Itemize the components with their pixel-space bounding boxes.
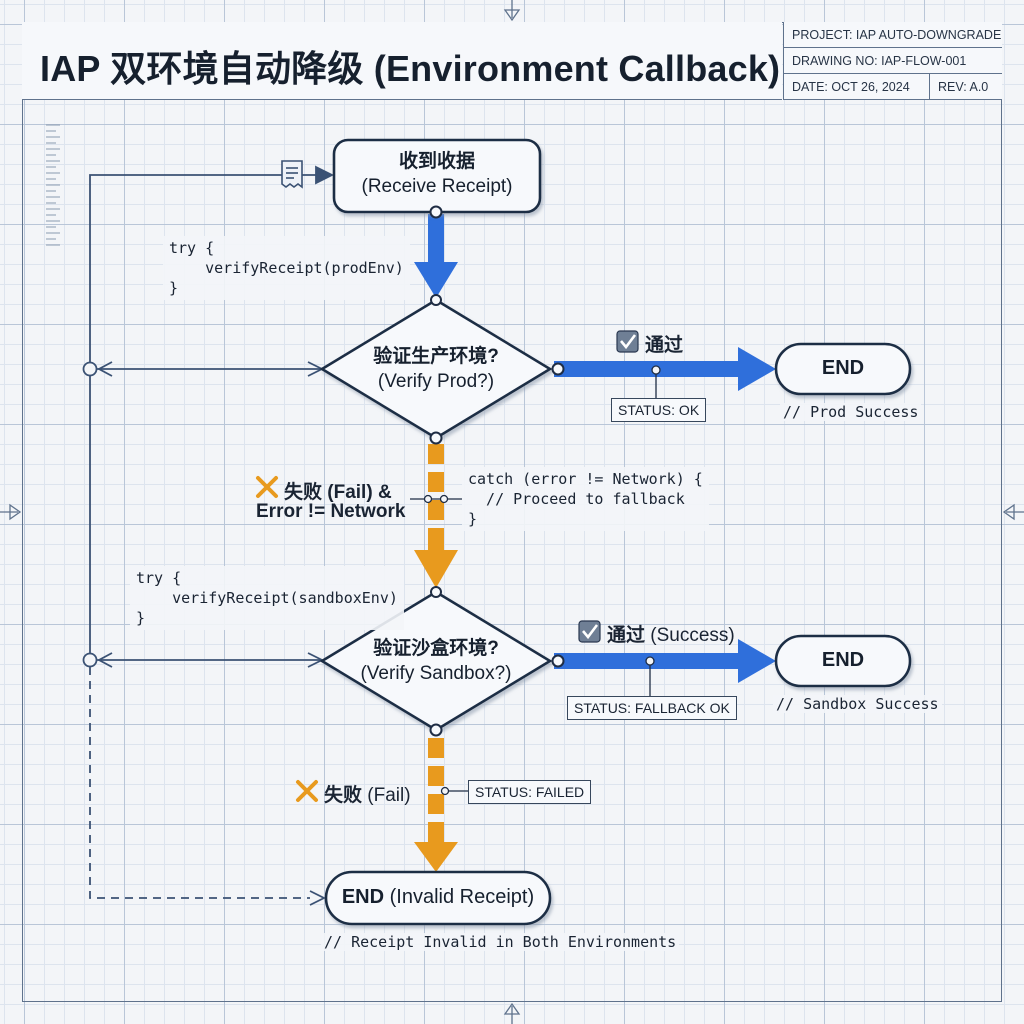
receipt-icon — [281, 160, 303, 189]
port-dot — [551, 362, 565, 376]
arrow-prod-success — [554, 347, 776, 391]
title-block-row: PROJECT: IAP AUTO-DOWNGRADE — [784, 22, 1002, 48]
callback-loop — [89, 165, 335, 906]
cross-icon — [256, 476, 278, 498]
port-dot — [430, 586, 442, 598]
port-dot — [429, 723, 443, 737]
sandbox-pass-en: (Success) — [645, 625, 735, 646]
project-label: PROJECT: IAP AUTO-DOWNGRADE — [792, 28, 1002, 42]
loop-junction — [82, 652, 98, 668]
end-prod-label: END — [821, 357, 865, 379]
catch-code: catch (error != Network) { // Proceed to… — [462, 467, 709, 531]
port-dot — [429, 205, 443, 219]
verify-sandbox-zh: 验证沙盒环境? — [373, 638, 499, 659]
title-block: PROJECT: IAP AUTO-DOWNGRADE DRAWING NO: … — [783, 22, 1002, 100]
arrow-prod-fail — [414, 444, 458, 588]
port-dot — [430, 294, 442, 306]
end-invalid-reason: (Invalid Receipt) — [384, 886, 535, 908]
sandbox-fail-zh: 失败 — [324, 785, 363, 806]
status-anchor — [645, 656, 655, 666]
sandbox-fail-en: (Fail) — [362, 785, 411, 806]
verify-sandbox-label: 验证沙盒环境? (Verify Sandbox?) — [336, 636, 536, 686]
cross-icon — [296, 780, 318, 802]
title-band — [22, 22, 782, 100]
verify-prod-en: (Verify Prod?) — [377, 371, 495, 392]
end-prod-node — [774, 342, 912, 396]
drawing-date: DATE: OCT 26, 2024 — [784, 74, 930, 100]
port-dot — [429, 431, 443, 445]
prod-fail-condition: Error != Network — [256, 501, 406, 522]
verify-prod-label: 验证生产环境? (Verify Prod?) — [336, 344, 536, 394]
receive-receipt-zh: 收到收据 — [398, 151, 475, 172]
prod-status-badge: STATUS: OK — [611, 398, 707, 422]
port-dot — [551, 654, 565, 668]
receive-receipt-label: 收到收据 (Receive Receipt) — [334, 149, 540, 199]
invalid-receipt-caption: // Receipt Invalid in Both Environments — [321, 933, 680, 951]
sandbox-fail-label: 失败 (Fail) — [324, 780, 411, 807]
title-block-row: DRAWING NO: IAP-FLOW-001 — [784, 48, 1002, 74]
end-sandbox-label: END — [821, 649, 865, 671]
ruler-ticks — [46, 124, 60, 246]
end-sandbox-node — [774, 634, 912, 688]
end-invalid-keyword: END — [341, 886, 385, 908]
drawing-revision: REV: A.0 — [938, 80, 989, 94]
verify-prod-zh: 验证生产环境? — [373, 346, 499, 367]
arrow-sandbox-fail — [414, 738, 458, 872]
sandbox-pass-zh: 通过 — [607, 625, 646, 646]
prod-try-code: try { verifyReceipt(prodEnv) } — [163, 236, 410, 300]
loop-junction — [82, 361, 98, 377]
end-invalid-node — [324, 870, 552, 926]
prod-pass-label: 通过 — [645, 335, 684, 356]
sandbox-pass-label: 通过 (Success) — [607, 620, 735, 647]
status-anchor — [440, 786, 450, 796]
check-box-icon — [616, 330, 639, 353]
verify-sandbox-en: (Verify Sandbox?) — [360, 663, 512, 684]
end-invalid-label: END (Invalid Receipt) — [326, 885, 550, 910]
title-block-row: DATE: OCT 26, 2024 REV: A.0 — [784, 74, 1002, 100]
sandbox-fail-status-badge: STATUS: FAILED — [468, 780, 592, 804]
sandbox-success-caption: // Sandbox Success — [773, 695, 942, 713]
arrow-receive-to-prod — [414, 214, 458, 298]
sandbox-try-code: try { verifyReceipt(sandboxEnv) } — [130, 566, 404, 630]
receive-receipt-en: (Receive Receipt) — [361, 176, 513, 197]
check-box-icon — [578, 620, 601, 643]
sandbox-status-badge: STATUS: FALLBACK OK — [567, 696, 737, 720]
status-anchor — [651, 365, 661, 375]
prod-success-caption: // Prod Success — [780, 403, 922, 421]
fail-leader — [410, 494, 462, 504]
page-title: IAP 双环境自动降级 (Environment Callback) — [40, 48, 781, 89]
prod-fail-label: 失败 (Fail) & — [284, 482, 392, 503]
drawing-number: DRAWING NO: IAP-FLOW-001 — [792, 54, 967, 68]
